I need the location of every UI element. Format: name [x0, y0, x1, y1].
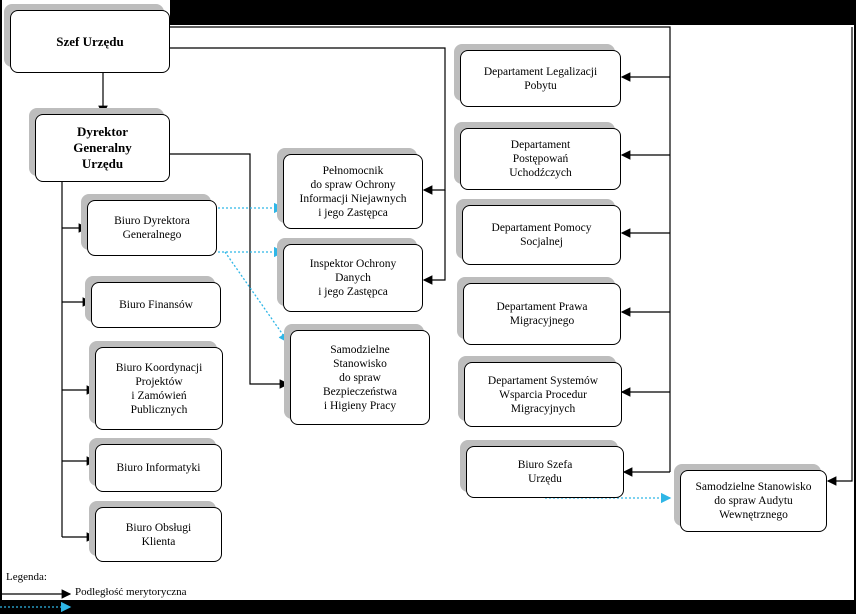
- node-szef: Szef Urzędu: [4, 4, 170, 73]
- node-samodzielne-bhp: Samodzielne Stanowisko do spraw Bezpiecz…: [284, 324, 430, 425]
- legend-solid-label: Podległość merytoryczna: [75, 586, 187, 598]
- node-biuro-obslugi: Biuro Obsługi Klienta: [89, 501, 222, 562]
- legend-title: Legenda:: [6, 571, 47, 583]
- node-biuro-dyrektora: Biuro Dyrektora Generalnego: [81, 194, 217, 256]
- line-dyrektor-bhp: [170, 153, 290, 389]
- node-biuro-koordynacji: Biuro Koordynacji Projektów i Zamówień P…: [89, 341, 223, 430]
- node-dep-postepowan: Departament Postępowań Uchodźczych: [454, 122, 621, 190]
- node-audyt: Samodzielne Stanowisko do spraw Audytu W…: [674, 464, 827, 532]
- top-black-bar: [170, 0, 856, 25]
- line-szef-inspektor: [422, 190, 446, 285]
- line-szef-right: [170, 47, 446, 195]
- chart-frame: [0, 0, 856, 600]
- node-inspektor: Inspektor Ochrony Danych i jego Zastępca: [277, 238, 423, 312]
- node-biuro-szefa: Biuro Szefa Urzędu: [460, 440, 624, 498]
- node-dep-legalizacji: Departament Legalizacji Pobytu: [454, 44, 621, 107]
- node-pelnomocnik: Pełnomocnik do spraw Ochrony Informacji …: [277, 148, 423, 229]
- line-to-audyt: [826, 27, 853, 486]
- node-biuro-informatyki: Biuro Informatyki: [89, 438, 222, 492]
- node-dyrektor: Dyrektor Generalny Urzędu: [29, 108, 170, 182]
- bottom-black-bar: [0, 600, 856, 614]
- node-dep-systemow: Departament Systemów Wsparcia Procedur M…: [458, 356, 622, 427]
- node-biuro-finansow: Biuro Finansów: [85, 276, 221, 328]
- line-right-trunk: [170, 26, 671, 472]
- node-dep-prawa: Departament Prawa Migracyjnego: [457, 277, 621, 345]
- node-dep-pomocy: Departament Pomocy Socjalnej: [456, 199, 621, 265]
